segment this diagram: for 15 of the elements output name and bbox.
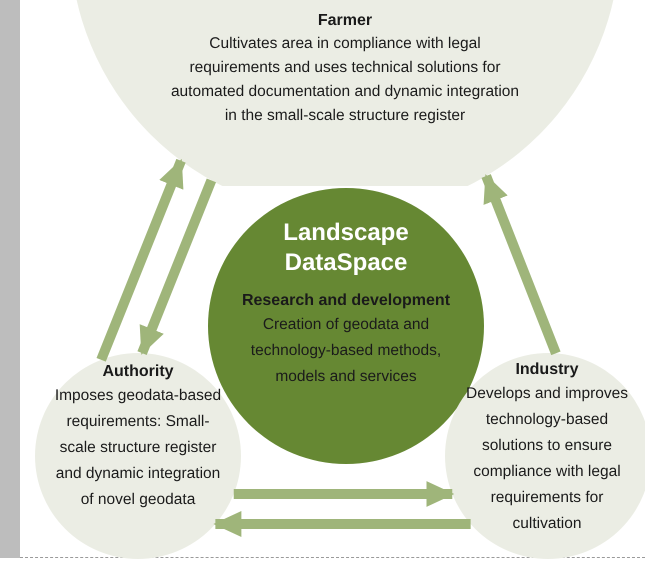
circle-title: Landscape DataSpace: [282, 218, 410, 278]
side-bar: [0, 0, 20, 558]
circle-text: Imposes geodata-based requirements: Small-scale structure register and dynamic integration of novel geodata: [54, 386, 222, 510]
circle-text: Cultivates area in compliance with legal requirements and uses technical solutions for automated documentation and dynamic integration in the small-scale structure register: [170, 34, 520, 126]
arrow: [234, 481, 454, 507]
arrow: [96, 158, 186, 362]
arrow: [137, 178, 216, 355]
circle-heading: Farmer: [318, 11, 372, 31]
circle-text: Develops and improves technology-based solutions to ensure compliance with legal requirements for cultivation: [465, 384, 629, 534]
circle-heading: Authority: [102, 362, 174, 382]
arrow: [482, 174, 561, 356]
circle-heading: Industry: [515, 360, 579, 380]
circle-heading: Research and development: [242, 291, 450, 311]
arrow: [213, 511, 471, 537]
circle-text: Creation of geodata and technology-based methods, models and services: [250, 315, 442, 387]
